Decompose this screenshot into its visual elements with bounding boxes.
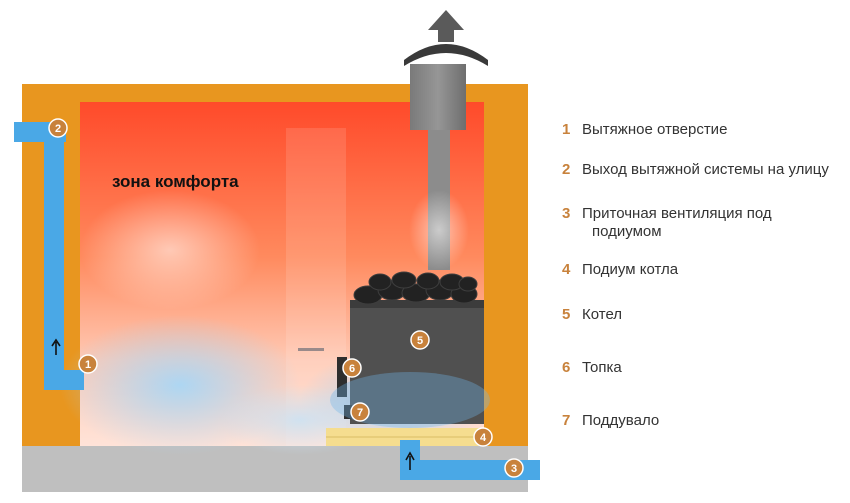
- svg-text:3: 3: [511, 463, 517, 475]
- legend-text: Приточная вентиляция под: [582, 205, 772, 222]
- legend-text: Топка: [582, 359, 622, 376]
- legend: 1 Вытяжное отверстие 2 Выход вытяжной сист…: [562, 0, 850, 503]
- legend-text-line2: подиумом: [592, 223, 662, 240]
- legend-number: 7: [562, 412, 571, 429]
- badge-4: 4: [473, 427, 493, 447]
- chimney-hat: [428, 10, 464, 30]
- legend-number: 6: [562, 359, 571, 376]
- badge-2: 2: [48, 118, 68, 138]
- legend-item-1: 1 Вытяжное отверстие: [562, 121, 727, 139]
- comfort-zone-label: зона комфорта: [112, 172, 239, 191]
- legend-item-7: 7 Поддувало: [562, 412, 659, 430]
- svg-text:2: 2: [55, 123, 61, 135]
- legend-number: 5: [562, 306, 571, 323]
- stove-body: [350, 306, 484, 424]
- exhaust-duct-vertical: [44, 122, 64, 390]
- ceiling-wall: [22, 84, 528, 102]
- svg-text:7: 7: [357, 407, 363, 419]
- right-wall: [484, 84, 528, 446]
- legend-number: 2: [562, 161, 571, 178]
- wall-handle: [298, 348, 324, 351]
- badge-6: 6: [342, 358, 362, 378]
- legend-number: 3: [562, 205, 571, 222]
- badge-7: 7: [350, 402, 370, 422]
- legend-text: Выход вытяжной системы на улицу: [582, 161, 829, 178]
- chimney-pipe-outer: [410, 64, 466, 130]
- legend-text: Котел: [582, 306, 623, 323]
- ash-pit-door: [344, 405, 352, 419]
- chimney-cap: [404, 44, 488, 66]
- legend-text: Вытяжное отверстие: [582, 121, 728, 138]
- stove-top: [350, 300, 484, 308]
- legend-number: 1: [562, 121, 571, 138]
- legend-item-4: 4 Подиум котла: [562, 261, 678, 279]
- chimney-hat-post: [438, 30, 454, 42]
- svg-text:1: 1: [85, 359, 91, 371]
- badge-3: 3: [504, 458, 524, 478]
- legend-text: Подиум котла: [582, 261, 679, 278]
- legend-item-5: 5 Котел: [562, 306, 622, 324]
- sauna-ventilation-diagram: зона комфорта 1 2 3 4 5 6 7: [14, 10, 540, 492]
- legend-number: 4: [562, 261, 571, 278]
- exhaust-duct-horizontal-bottom: [44, 370, 84, 390]
- firebox-door: [337, 357, 347, 397]
- warm-haze: [80, 190, 260, 310]
- chimney-smoke: [409, 190, 469, 270]
- arrow-up-icon: [405, 451, 415, 470]
- badge-5: 5: [410, 330, 430, 350]
- svg-text:5: 5: [417, 335, 423, 347]
- sauna-stones: [353, 271, 478, 305]
- legend-text: Поддувало: [582, 412, 660, 429]
- svg-text:6: 6: [349, 363, 355, 375]
- arrow-up-icon: [51, 338, 61, 355]
- stove-cool-haze: [330, 372, 490, 428]
- legend-item-2: 2 Выход вытяжной системы на улицу: [562, 161, 829, 179]
- svg-text:4: 4: [480, 432, 487, 444]
- badge-1: 1: [78, 354, 98, 374]
- legend-item-6: 6 Топка: [562, 359, 622, 377]
